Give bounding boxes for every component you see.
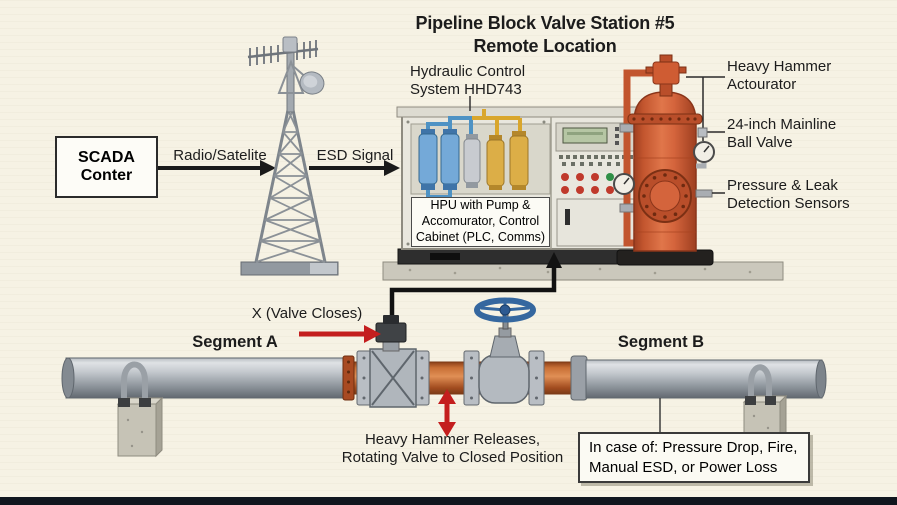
heavy-hammer-actuator-tank — [613, 54, 715, 266]
radio-signal-arrow — [157, 160, 276, 176]
hydraulic-piping — [426, 109, 522, 199]
esd-signal-label: ESD Signal — [316, 147, 394, 164]
yagi-antenna-icon — [247, 36, 319, 66]
pipe-support-a — [116, 361, 164, 458]
radio-tower-illustration — [240, 36, 339, 276]
esd-cases-box: In case of: Pressure Drop, Fire, Manual … — [578, 432, 810, 483]
page-title: Pipeline Block Valve Station #5 Remote L… — [350, 12, 740, 57]
manway-flange — [638, 169, 692, 223]
hydraulic-system-label: Hydraulic Control System HHD743 — [410, 63, 526, 98]
scada-line2: Conter — [80, 167, 133, 184]
pressure-gauge-left — [613, 173, 635, 195]
esd-signal-arrow — [309, 160, 400, 176]
label-heavy-hammer-actuator: Heavy Hammer Actourator — [727, 58, 832, 94]
hpu-label-box: HPU with Pump & Accomurator, Control Cab… — [411, 197, 550, 247]
gate-valve — [463, 297, 545, 406]
scada-line1: SCADA — [78, 148, 135, 166]
valve-closes-annotation: X (Valve Closes) — [251, 305, 363, 322]
segment-a-label: Segment A — [192, 333, 278, 351]
handwheel-icon — [474, 297, 536, 323]
label-pressure-leak-sensors: Pressure & Leak Detection Sensors — [727, 177, 850, 213]
pressure-gauge-right — [693, 141, 715, 163]
esd-signal-cable — [389, 252, 562, 318]
valve-close-arrow — [299, 325, 381, 343]
pipe-segment-a — [65, 357, 349, 399]
label-mainline-ball-valve: 24-inch Mainline Ball Valve — [727, 116, 837, 152]
valve-actuator — [375, 322, 407, 343]
accumulator-vessels — [418, 129, 529, 190]
station-plinth — [382, 261, 784, 281]
mainline-ball-valve — [356, 315, 430, 408]
title-line2: Remote Location — [473, 35, 617, 56]
lcd-display — [562, 127, 608, 144]
cabinet-door-handle — [565, 209, 570, 225]
radio-satellite-label: Radio/Satelite — [173, 147, 267, 164]
bottom-bar — [0, 497, 897, 505]
hammer-release-arrow — [438, 389, 456, 437]
pipeline-illustration — [61, 297, 827, 458]
segment-b-label: Segment B — [617, 333, 705, 351]
valve-leader-connector — [697, 127, 708, 138]
tank-top-valve — [652, 61, 680, 85]
title-line1: Pipeline Block Valve Station #5 — [415, 13, 675, 33]
hammer-release-note: Heavy Hammer Releases, Rotating Valve to… — [341, 431, 564, 467]
scada-center-box: SCADA Conter — [55, 136, 158, 198]
pipe-segment-b — [585, 359, 823, 399]
